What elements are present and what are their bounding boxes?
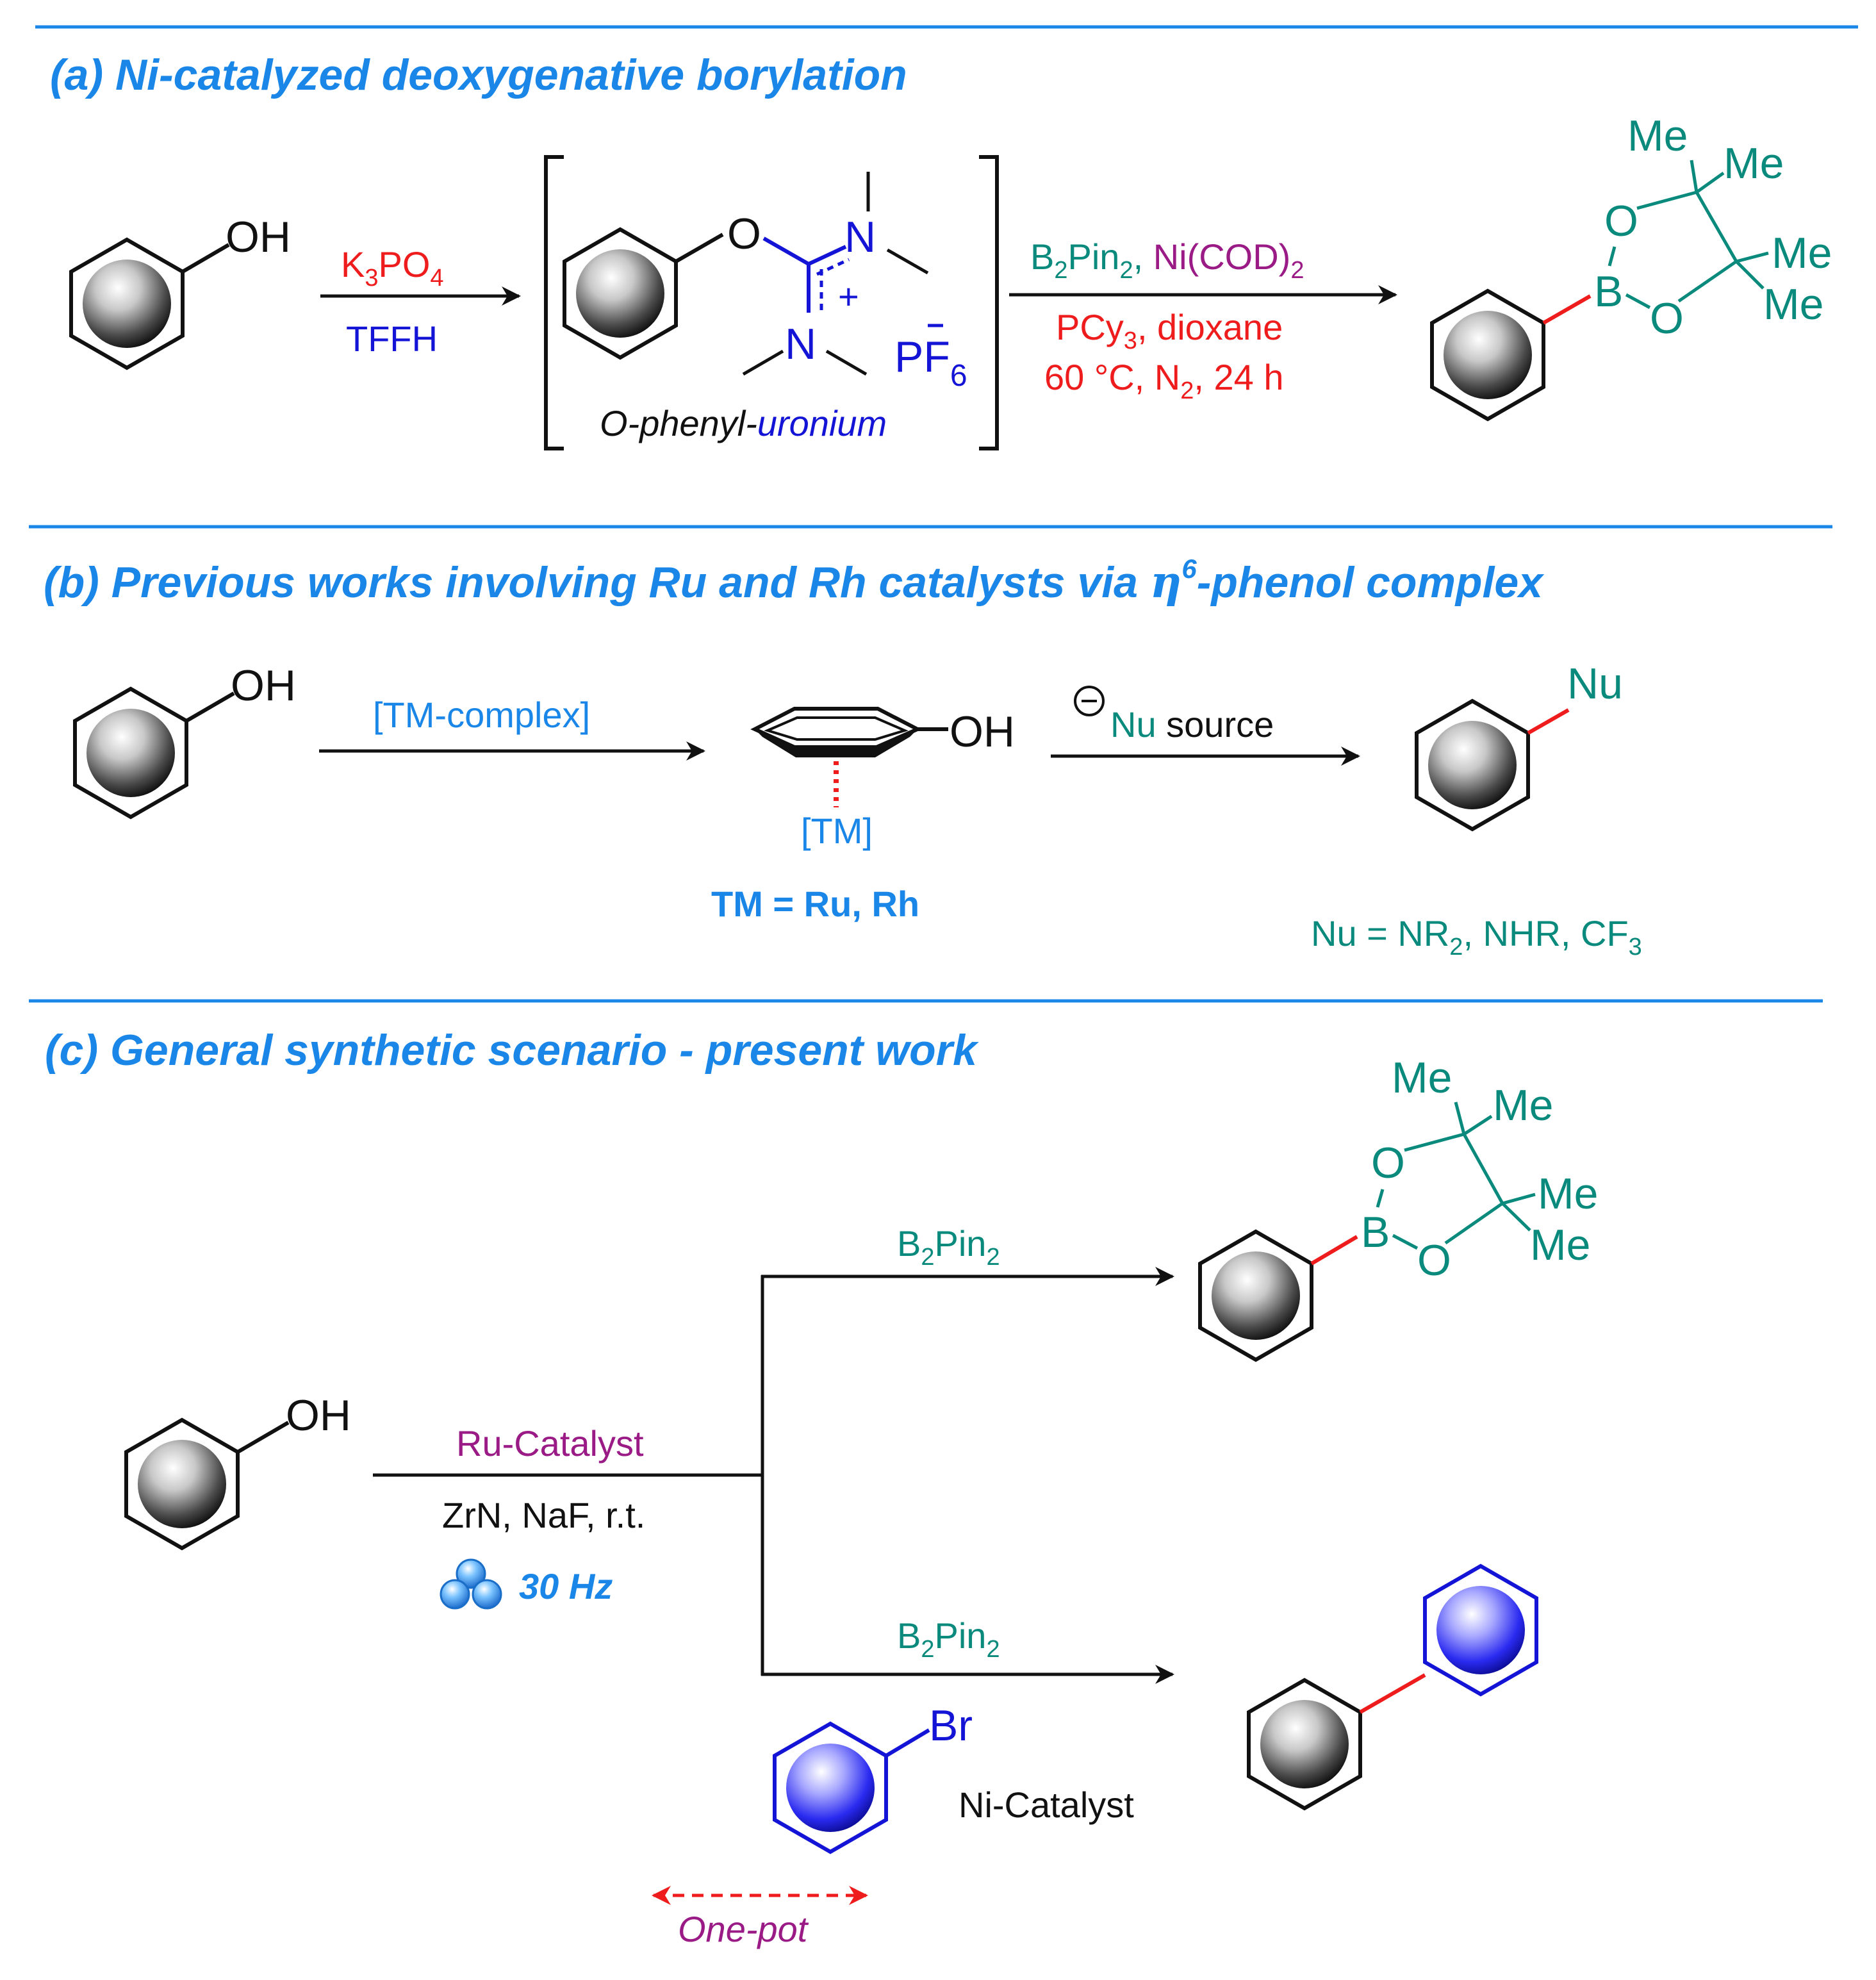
tm-label: [TM] [801, 811, 873, 851]
bpin-o2-a: O [1650, 294, 1684, 343]
bpin-me1-a: Me [1627, 111, 1688, 160]
oh-label-c: OH [286, 1391, 351, 1440]
product-ring-c-upper [1198, 1229, 1313, 1362]
biaryl-bond [1359, 1673, 1426, 1714]
k3po4-label: K3PO4 [341, 244, 444, 292]
bpin-o1-c: O [1371, 1139, 1405, 1187]
product-ring-a [1430, 288, 1545, 422]
bpin-me3-a: Me [1772, 229, 1832, 277]
ball-mill-icon [440, 1558, 502, 1610]
step2-cond2: 60 °C, N2, 24 h [1044, 357, 1284, 404]
bond-c-n1 [807, 245, 847, 266]
biaryl-ring-gray [1247, 1678, 1362, 1811]
conditions-label: ZrN, NaF, r.t. [442, 1495, 645, 1535]
bond-o-c [762, 236, 810, 266]
nu-label: Nu [1567, 659, 1623, 708]
ni-catalyst-label: Ni-Catalyst [959, 1785, 1134, 1825]
bpin-o2-c: O [1417, 1236, 1451, 1285]
uronium-n1: N [844, 213, 876, 261]
eta6-oh: OH [950, 707, 1015, 756]
product-ring-b [1415, 698, 1530, 832]
section-c-heading: (c) General synthetic scenario - present… [45, 1026, 979, 1075]
uronium-plus: + [838, 276, 859, 317]
methyl-n2-right [825, 349, 868, 376]
bond-c-b-c [1310, 1235, 1358, 1266]
bpin-me1-c: Me [1392, 1053, 1452, 1102]
br-label: Br [929, 1701, 973, 1750]
bond-oh-b [185, 691, 235, 723]
bpin-group-c: B O O Me Me Me Me [1361, 1053, 1598, 1285]
nu-definition: Nu = NR2, NHR, CF3 [1311, 913, 1642, 961]
aryl-bromide-ring [773, 1721, 888, 1854]
bpin-me4-a: Me [1763, 280, 1823, 329]
oh-label-b: OH [231, 661, 296, 710]
tffh-label: TFFH [346, 318, 438, 359]
intermediate-label: O-phenyl-uronium [600, 403, 887, 443]
bpin-o1-a: O [1604, 197, 1638, 245]
bond-c-br [885, 1728, 930, 1758]
bond-c-nu [1527, 708, 1570, 735]
bpin-me4-c: Me [1530, 1221, 1590, 1269]
bpin-me2-a: Me [1724, 139, 1784, 188]
biaryl-ring-blue [1423, 1563, 1538, 1697]
phenol-ring-c [124, 1417, 240, 1551]
nucleophile-minus-icon [1074, 686, 1105, 716]
nu-source-label: Nu source [1110, 704, 1274, 745]
phenol-ring-b [73, 686, 188, 820]
step2-cond1: PCy3, dioxane [1056, 307, 1283, 354]
bpin-b-c: B [1361, 1208, 1390, 1257]
oh-label-a: OH [226, 213, 291, 261]
frequency-label: 30 Hz [519, 1566, 613, 1606]
bond-oh-c [236, 1421, 290, 1454]
bpin-me3-c: Me [1538, 1169, 1598, 1218]
bond-c-b-a [1542, 294, 1592, 325]
phenyl-ring-uronium [563, 227, 678, 360]
lower-b2pin2: B2Pin2 [897, 1615, 1000, 1663]
phenol-ring-a [69, 237, 185, 370]
upper-b2pin2: B2Pin2 [897, 1223, 1000, 1271]
tm-complex-label: [TM-complex] [373, 695, 590, 735]
bond-ph-o [675, 233, 724, 263]
bpin-me2-c: Me [1493, 1081, 1553, 1130]
one-pot-label: One-pot [678, 1909, 809, 1949]
bracket-right [979, 155, 999, 450]
ru-catalyst-label: Ru-Catalyst [456, 1423, 644, 1464]
bond-oh-a [181, 243, 230, 274]
step2-reagents: B2Pin2, Ni(COD)2 [1030, 236, 1304, 284]
bpin-group-a: B O O Me Me Me Me [1594, 111, 1832, 343]
eta6-phenol-complex [750, 707, 948, 807]
bracket-left [544, 155, 564, 450]
uronium-n2: N [785, 320, 816, 368]
pf6-label: PF6 [894, 333, 967, 393]
section-a-heading: (a) Ni-catalyzed deoxygenative borylatio… [50, 51, 907, 99]
bpin-b-a: B [1594, 267, 1623, 316]
tm-definition: TM = Ru, Rh [711, 884, 919, 924]
section-b-heading: (b) Previous works involving Ru and Rh c… [44, 554, 1545, 608]
methyl-n1-right [886, 248, 929, 275]
uronium-o: O [727, 210, 761, 258]
methyl-n2-left [742, 349, 784, 376]
